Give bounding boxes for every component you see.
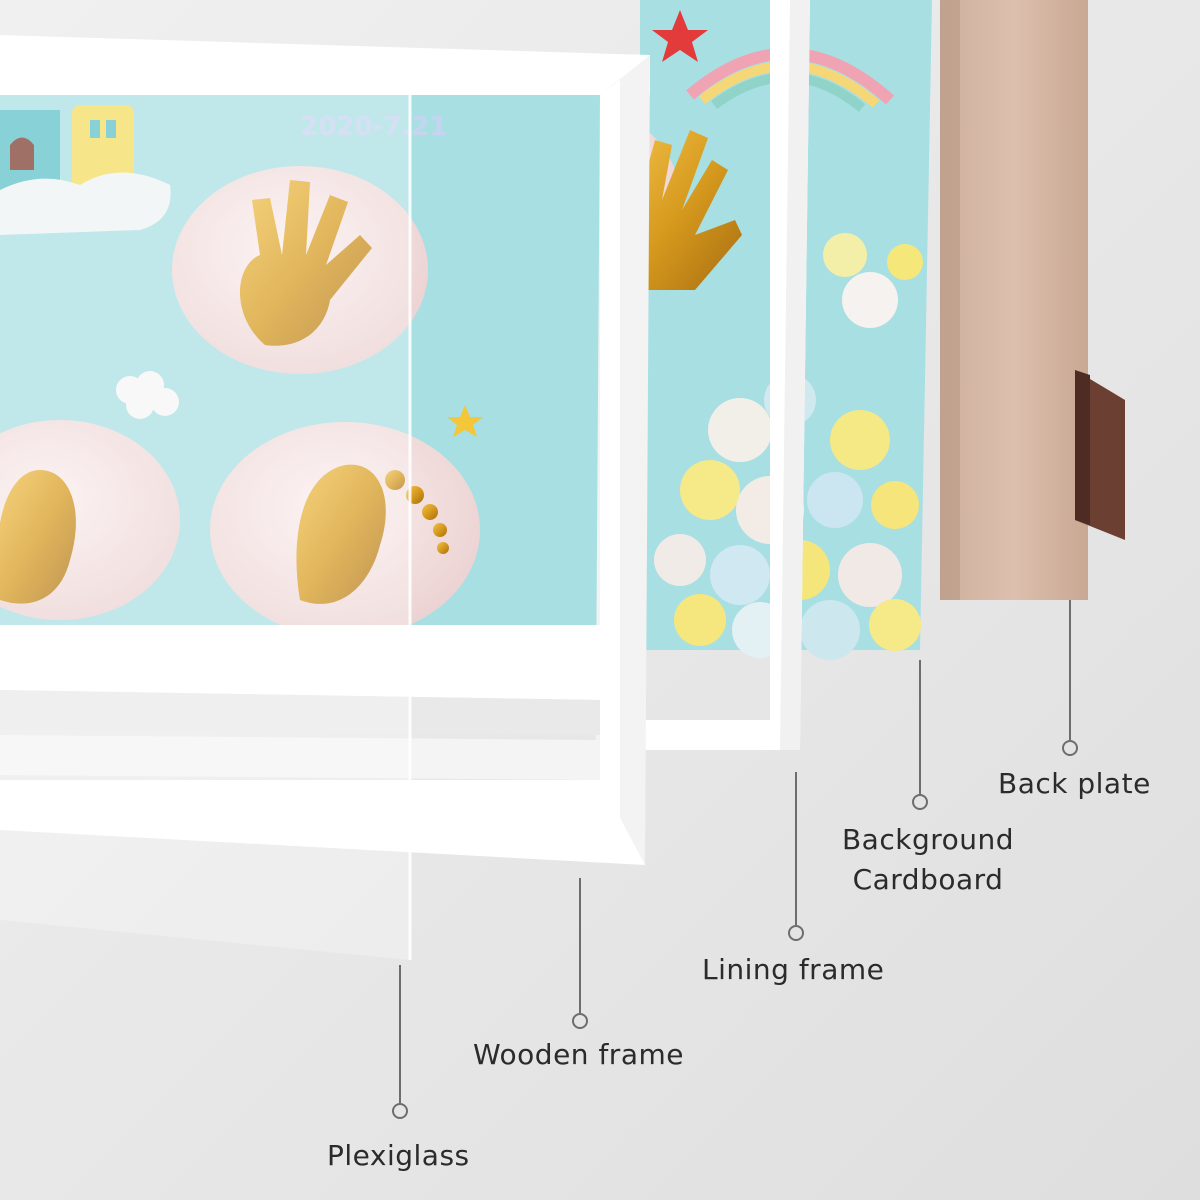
date-text: 2020-7.21 bbox=[300, 112, 447, 142]
wooden-frame-base-face bbox=[0, 780, 645, 865]
back-plate-label: Back plate bbox=[998, 764, 1151, 804]
background-cardboard-label-line1: Background bbox=[841, 823, 1015, 856]
back-plate-stand-edge bbox=[1075, 370, 1090, 525]
wooden-frame-label: Wooden frame bbox=[473, 1035, 684, 1075]
handprint bbox=[240, 180, 372, 346]
leader-ring-wooden-frame bbox=[572, 1013, 588, 1029]
wooden-frame-bottom bbox=[0, 625, 600, 700]
back-plate-label-text: Back plate bbox=[998, 767, 1151, 800]
leader-ring-plexiglass bbox=[392, 1103, 408, 1119]
pompom-cluster bbox=[654, 233, 923, 660]
lining-frame-label-text: Lining frame bbox=[702, 953, 885, 986]
background-cardboard-label-line2: Cardboard bbox=[852, 863, 1004, 896]
lining-frame-layer bbox=[640, 0, 810, 750]
back-plate-layer bbox=[940, 0, 1125, 600]
wooden-frame-right-face bbox=[600, 80, 620, 850]
leader-lines bbox=[392, 600, 1078, 1119]
castle-house bbox=[72, 105, 134, 190]
background-cardboard-label: Background Cardboard bbox=[836, 820, 1020, 900]
wooden-frame-top bbox=[0, 35, 650, 95]
cloud-base bbox=[0, 172, 171, 235]
back-plate-board bbox=[940, 0, 1088, 600]
plexiglass-layer bbox=[0, 60, 412, 960]
wooden-frame-bottom-shadow bbox=[0, 690, 600, 735]
star-decoration bbox=[447, 405, 483, 437]
wooden-frame-label-text: Wooden frame bbox=[473, 1038, 684, 1071]
wooden-frame-layer bbox=[0, 35, 650, 865]
back-plate-edge bbox=[940, 0, 960, 600]
leader-ring-lining-frame bbox=[788, 925, 804, 941]
footprint-right bbox=[296, 464, 386, 604]
handprint-rear bbox=[619, 130, 742, 290]
lining-frame-edge bbox=[780, 0, 810, 750]
plexiglass-label: Plexiglass bbox=[327, 1136, 470, 1176]
wooden-frame-base bbox=[0, 735, 600, 780]
footprint-left bbox=[0, 470, 76, 604]
plexiglass-sheet bbox=[0, 60, 410, 960]
leader-ring-back-plate bbox=[1062, 740, 1078, 756]
castle-door bbox=[10, 137, 34, 170]
front-print: 2020-7.21 bbox=[0, 95, 600, 638]
plexiglass-label-text: Plexiglass bbox=[327, 1139, 470, 1172]
leader-ring-background-cardboard bbox=[912, 794, 928, 810]
star-decoration bbox=[652, 10, 708, 62]
lining-frame-label: Lining frame bbox=[702, 950, 884, 990]
